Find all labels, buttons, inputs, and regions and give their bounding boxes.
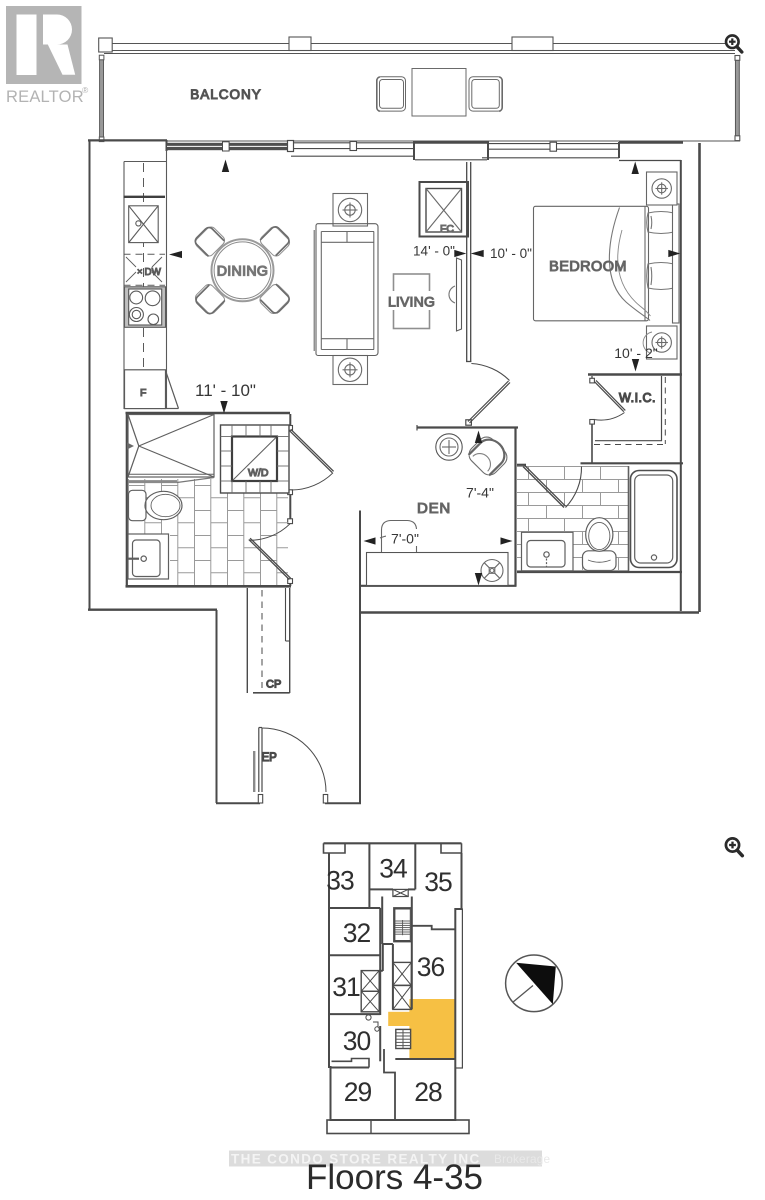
svg-text:33: 33 [326, 866, 354, 896]
svg-text:Brokerage: Brokerage [494, 1152, 550, 1166]
svg-text:35: 35 [424, 867, 452, 897]
svg-text:BEDROOM: BEDROOM [549, 259, 627, 275]
svg-text:36: 36 [417, 952, 445, 982]
svg-text:34: 34 [379, 854, 407, 884]
svg-text:32: 32 [343, 918, 371, 948]
svg-text:30: 30 [343, 1026, 371, 1056]
svg-text:THE CONDO STORE REALTY INC: THE CONDO STORE REALTY INC [231, 1152, 481, 1167]
svg-text:Floors 4-35: Floors 4-35 [306, 1158, 483, 1197]
svg-text:29: 29 [344, 1077, 372, 1107]
svg-text:11' - 10": 11' - 10" [195, 381, 256, 400]
svg-text:W.I.C.: W.I.C. [619, 391, 656, 405]
svg-text:10' - 0": 10' - 0" [490, 246, 532, 261]
svg-text:DEN: DEN [417, 500, 451, 517]
svg-text:7'-0": 7'-0" [391, 531, 419, 547]
svg-text:REALTOR: REALTOR [6, 88, 84, 106]
svg-text:FC: FC [440, 223, 454, 235]
svg-text:CP: CP [266, 679, 281, 691]
svg-text:×: × [137, 267, 143, 278]
svg-text:14' - 0": 14' - 0" [413, 244, 455, 259]
svg-text:F: F [140, 387, 146, 399]
svg-text:10' - 2": 10' - 2" [614, 345, 657, 361]
svg-text:®: ® [82, 85, 89, 95]
svg-text:W/D: W/D [248, 467, 269, 479]
svg-text:28: 28 [414, 1077, 442, 1107]
svg-text:7'-4": 7'-4" [466, 485, 494, 501]
svg-text:DW: DW [145, 267, 162, 278]
svg-text:LIVING: LIVING [388, 294, 435, 310]
svg-text:EP: EP [262, 752, 278, 764]
svg-text:DINING: DINING [217, 264, 268, 280]
svg-text:BALCONY: BALCONY [190, 87, 262, 102]
svg-text:31: 31 [332, 972, 360, 1002]
